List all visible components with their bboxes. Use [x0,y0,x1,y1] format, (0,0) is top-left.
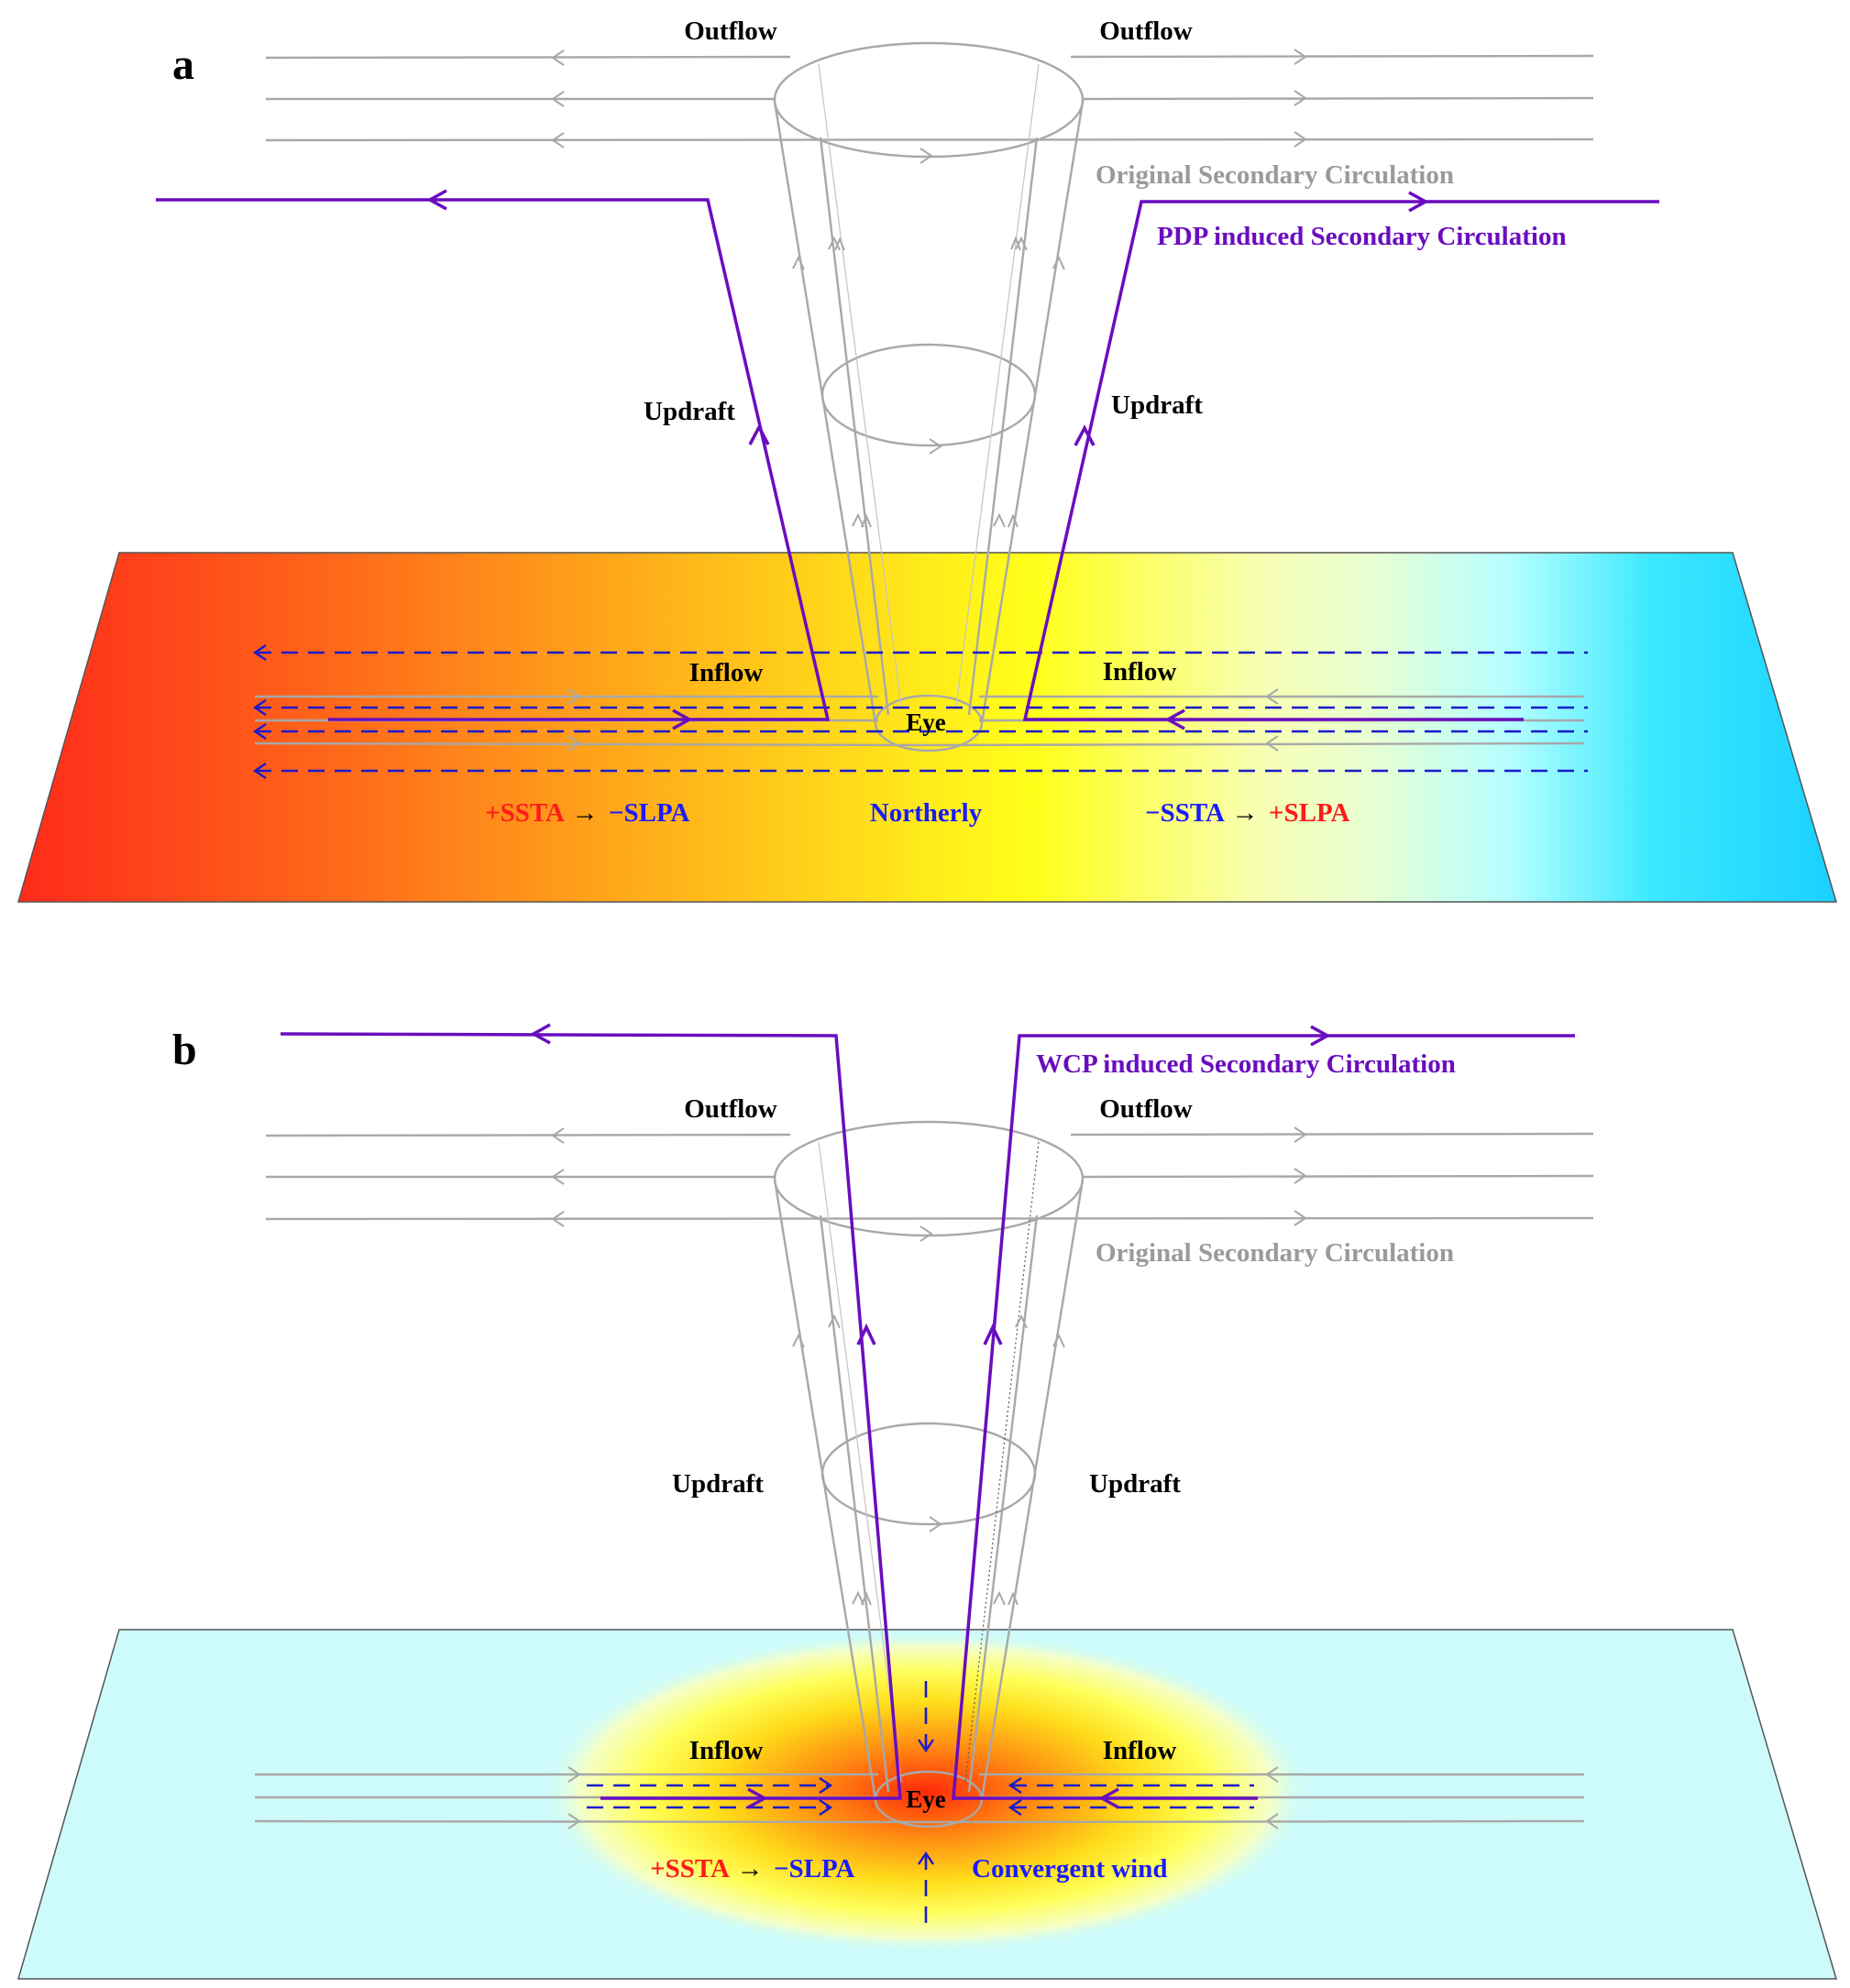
original-outflow-lines [265,49,1594,148]
convergent-wind-arrows [587,1681,1254,1923]
inflow-right-label: Inflow [1103,1736,1177,1765]
original-circulation-label: Original Secondary Circulation [1096,1238,1454,1268]
inflow-left-label: Inflow [689,1736,764,1765]
left-arrow-label: → [737,1854,764,1884]
panel-letter: b [172,1026,197,1074]
eye-label: Eye [906,1785,946,1813]
induced-circulation-label: WCP induced Secondary Circulation [1036,1049,1456,1079]
sea-surface-plane [17,552,1838,903]
wind-label: Convergent wind [972,1854,1167,1884]
updraft-right-label: Updraft [1089,1469,1181,1499]
original-circulation-label: Original Secondary Circulation [1096,160,1454,190]
anomaly-wind-lines [252,644,1588,779]
eyewall-funnel [773,1120,1085,1829]
updraft-right-label: Updraft [1111,390,1203,420]
outflow-right-label: Outflow [1099,16,1193,46]
eyewall-funnel [773,41,1085,752]
induced-circulation-path [280,1023,1575,1809]
outflow-left-label: Outflow [684,1094,777,1124]
right-arrow-label: → [1232,798,1259,828]
left-arrow-label: → [572,798,599,828]
updraft-left-label: Updraft [644,397,735,426]
inflow-right-label: Inflow [1103,657,1177,686]
wind-label: Northerly [870,798,983,828]
panel-letter: a [172,40,194,89]
left-ssta-label: +SSTA [485,798,565,828]
right-slpa-label: +SLPA [1269,798,1350,828]
panel-b: b Outflow Outflow Original Secondary Cir… [17,1023,1838,1980]
left-slpa-label: −SLPA [774,1854,855,1884]
updraft-left-label: Updraft [672,1469,764,1499]
induced-circulation-path [156,189,1659,730]
warm-pool-blob [523,1622,1329,1961]
inflow-left-label: Inflow [689,658,764,687]
panel-a: a Outflow Outflow Original Secondary Cir… [17,16,1838,903]
right-ssta-label: −SSTA [1145,798,1225,828]
induced-circulation-label: PDP induced Secondary Circulation [1157,222,1567,251]
left-ssta-label: +SSTA [650,1854,730,1884]
eye-label: Eye [906,708,946,736]
left-slpa-label: −SLPA [609,798,690,828]
outflow-right-label: Outflow [1099,1094,1193,1124]
outflow-left-label: Outflow [684,16,777,46]
original-outflow-lines [265,1126,1594,1227]
